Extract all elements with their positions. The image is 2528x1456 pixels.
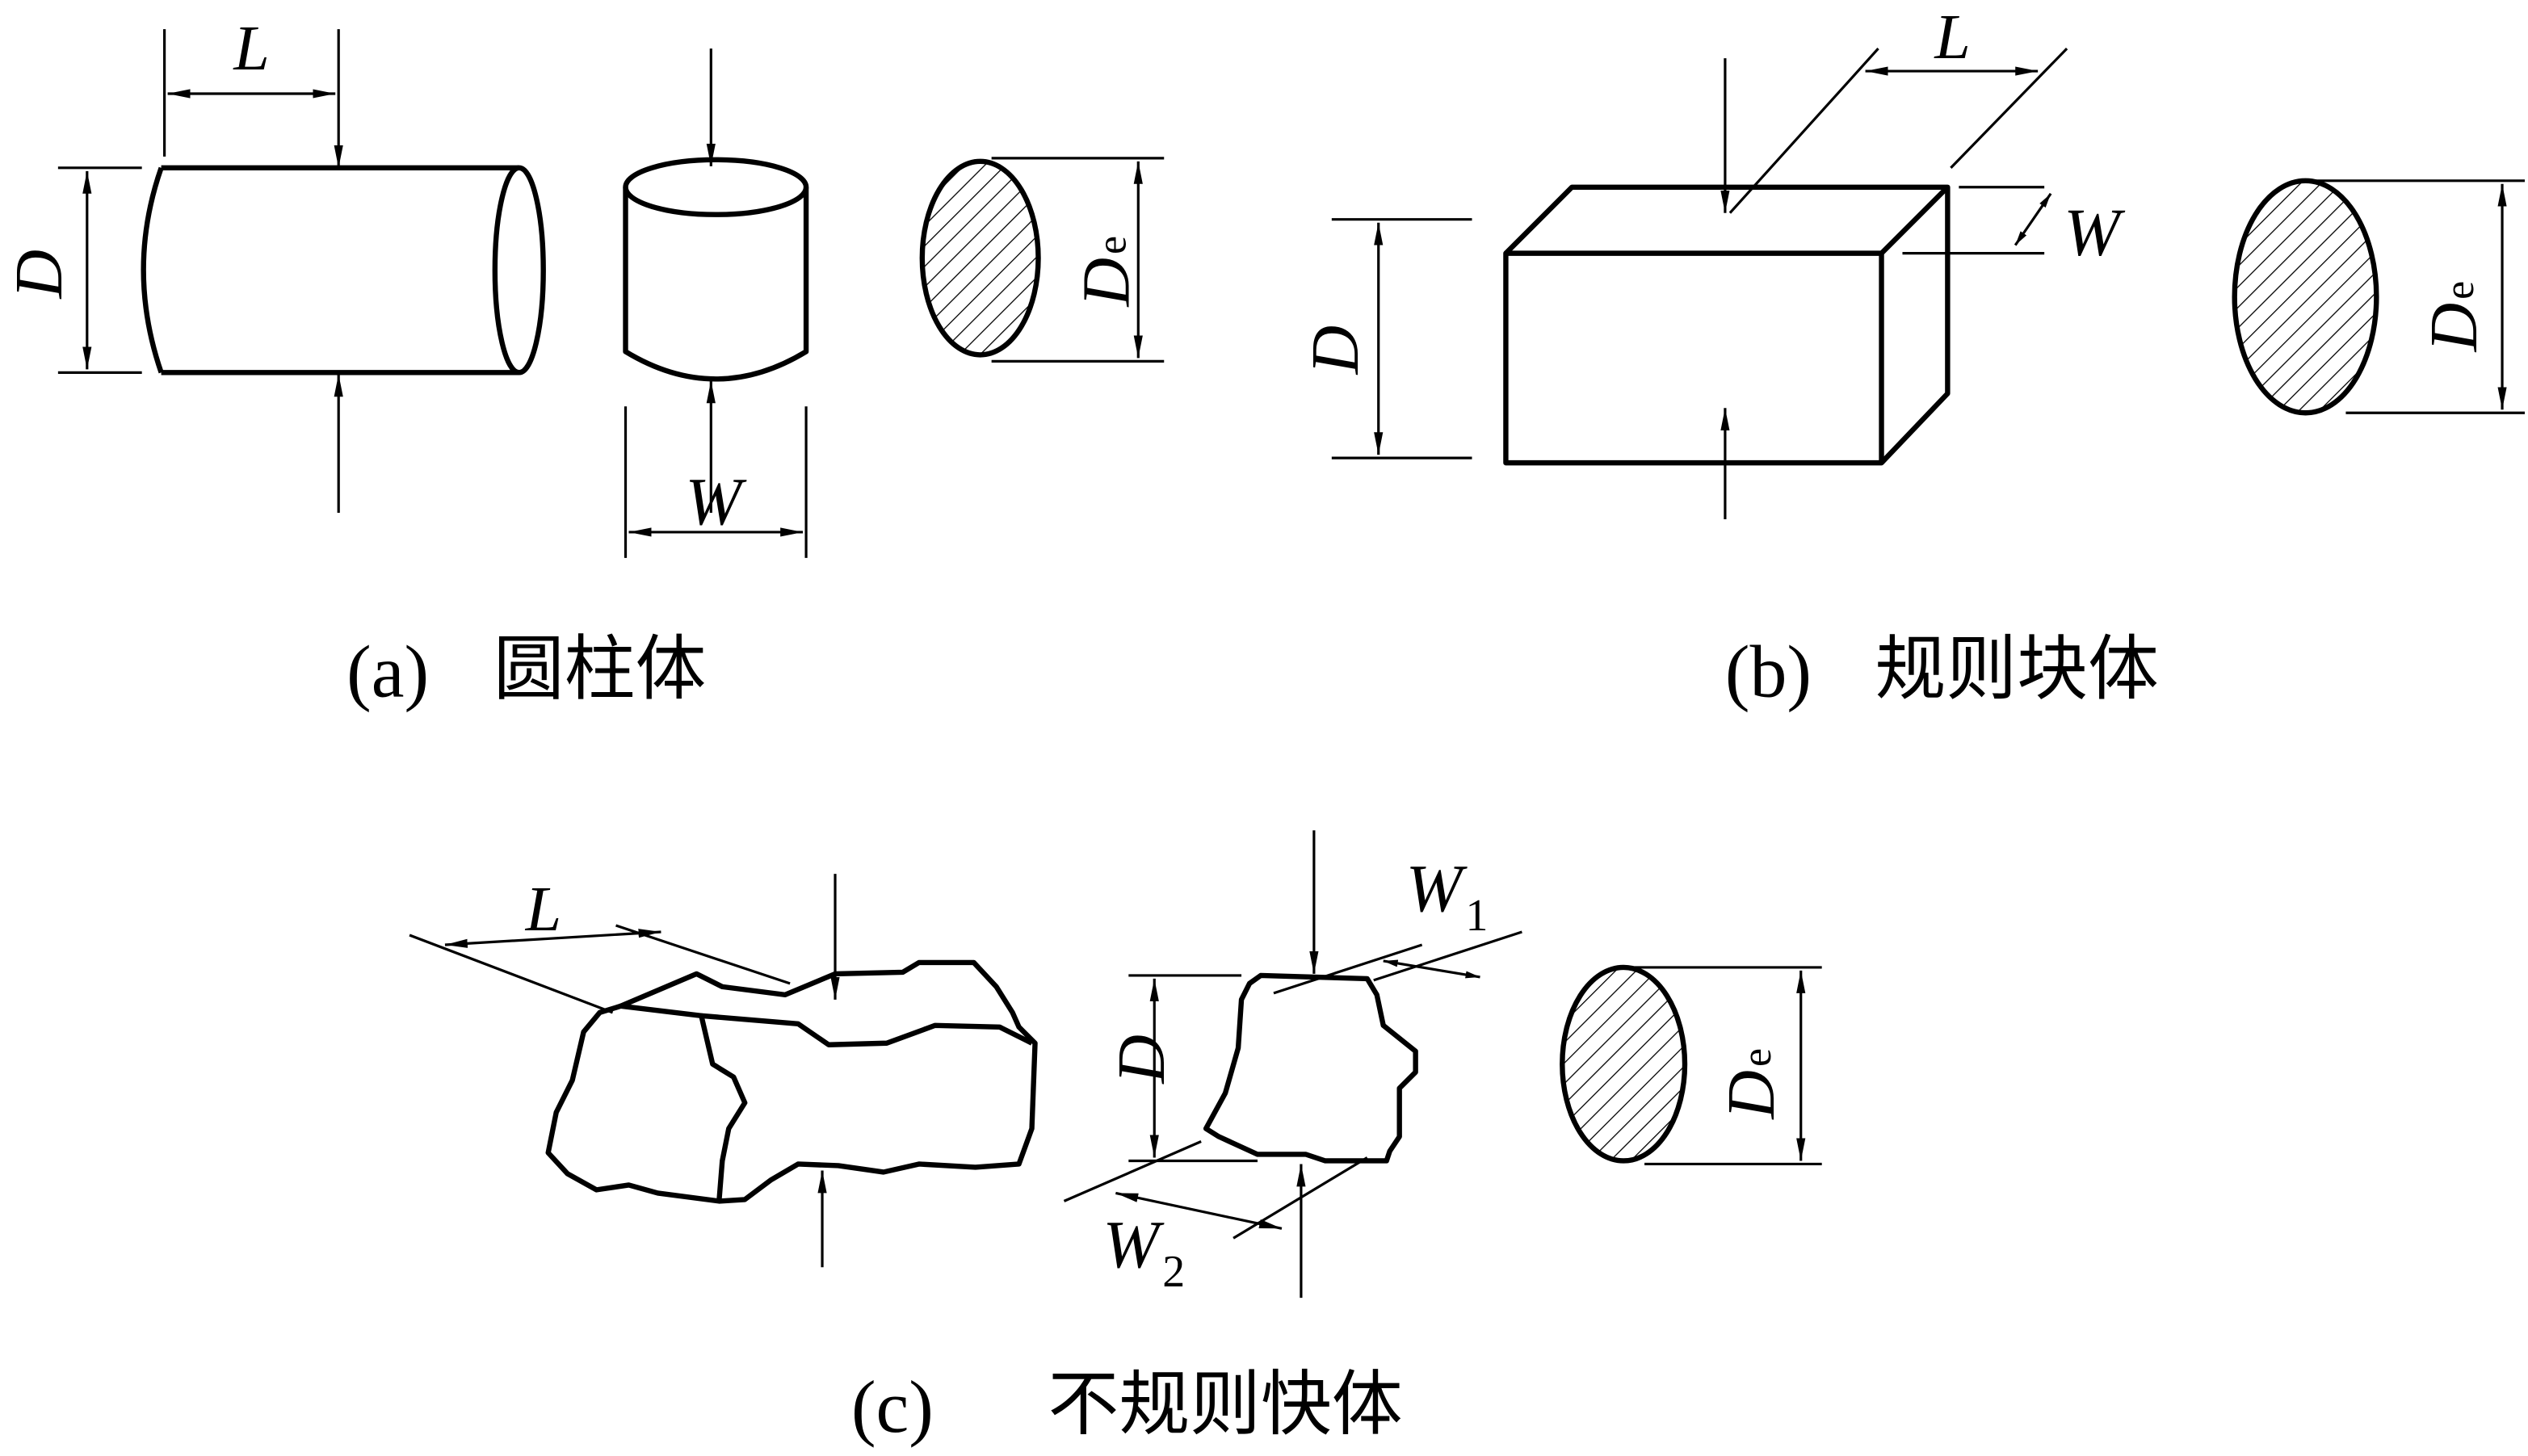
dimension-De: De <box>1628 966 1822 1166</box>
dimension-W: W <box>1902 186 2126 271</box>
cylinder-upright <box>623 157 809 382</box>
dimension-D: D <box>1104 974 1258 1163</box>
label-D: D <box>1298 325 1373 376</box>
dimension-De: De <box>991 157 1165 363</box>
irregular-lump-side <box>545 959 1038 1204</box>
label-W: W <box>685 464 747 539</box>
label-De: De <box>1714 1048 1789 1120</box>
label-De: De <box>2417 281 2492 353</box>
dimension-L: L <box>1728 2 2068 214</box>
dimension-D: D <box>1298 218 1472 459</box>
dimension-De: De <box>2308 179 2526 414</box>
caption-c: (c) 不规则快体 <box>851 1362 1403 1448</box>
label-L: L <box>525 874 561 945</box>
dimension-D: D <box>2 166 142 374</box>
label-D: D <box>1104 1034 1179 1085</box>
label-L: L <box>233 13 269 84</box>
equivalent-circle <box>919 158 1041 358</box>
rectangular-block <box>1503 184 1951 466</box>
equivalent-circle <box>1560 964 1688 1164</box>
caption-b: (b) 规则块体 <box>1725 627 2159 713</box>
label-L: L <box>1934 2 1970 73</box>
svg-text:(a): (a) <box>346 631 429 713</box>
dimension-W: W <box>624 406 808 558</box>
cylinder-horizontal <box>141 165 546 376</box>
label-De: De <box>1069 236 1144 308</box>
caption-a: (a) 圆柱体 <box>346 627 706 713</box>
equivalent-circle <box>2232 178 2379 416</box>
svg-text:圆柱体: 圆柱体 <box>493 627 707 711</box>
svg-text:(c): (c) <box>851 1366 934 1448</box>
label-D: D <box>2 250 77 300</box>
panel-b: L W D De (b) 规则块体 <box>1298 2 2526 713</box>
svg-text:规则块体: 规则块体 <box>1875 627 2159 711</box>
dimension-L: L <box>409 874 791 1014</box>
label-W: W <box>2064 195 2126 271</box>
dimension-L: L <box>163 13 343 168</box>
panel-a: L D W De <box>2 13 1165 713</box>
svg-text:(b): (b) <box>1725 631 1812 713</box>
irregular-lump-section <box>1203 972 1418 1164</box>
svg-text:不规则快体: 不规则快体 <box>1048 1362 1403 1446</box>
